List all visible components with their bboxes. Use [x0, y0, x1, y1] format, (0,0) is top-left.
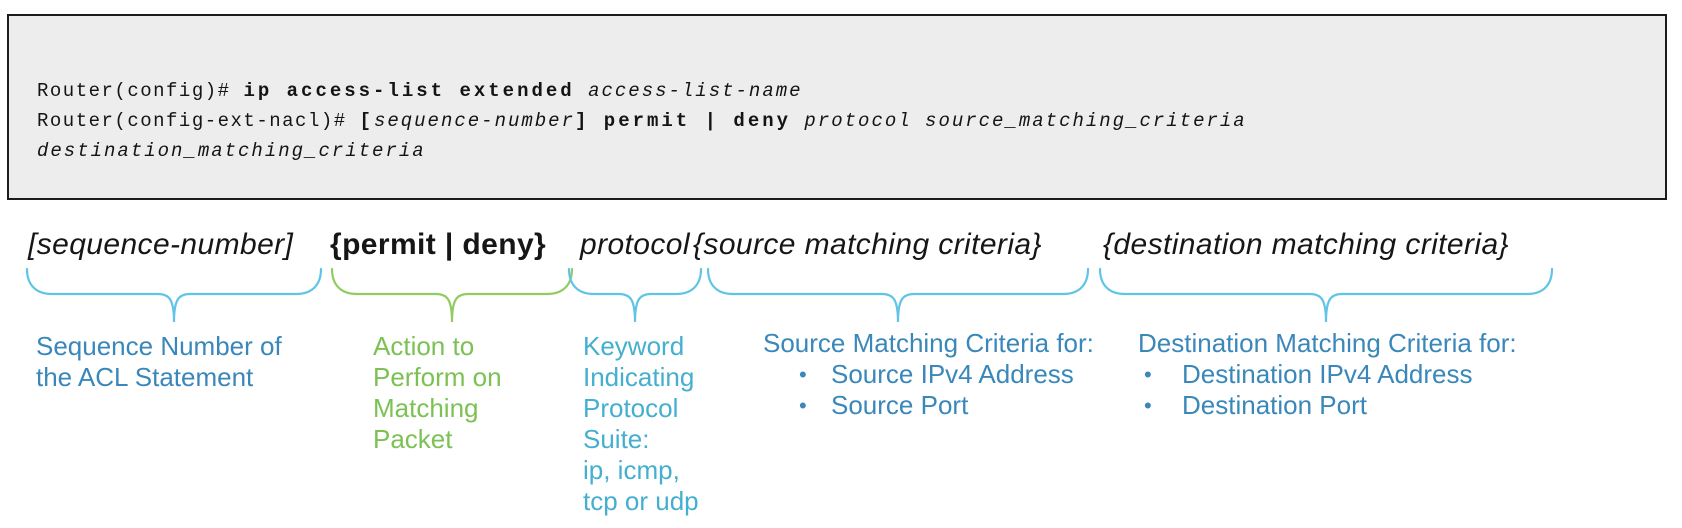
underbrace-action-icon — [330, 267, 574, 323]
note-source-criteria: Source Matching Criteria for: • Source I… — [763, 328, 1094, 421]
cli-action-keywords: permit | deny — [603, 110, 792, 132]
underbrace-source-icon — [706, 267, 1090, 323]
bullet-text: Destination Port — [1182, 390, 1367, 420]
cli-prompt: Router(config)# — [37, 80, 244, 102]
bullet-icon: • — [1144, 362, 1152, 387]
bullet-text: Source Port — [831, 390, 969, 420]
note-line: the ACL Statement — [36, 362, 254, 392]
note-line: tcp or udp — [583, 486, 699, 516]
bullet-icon: • — [799, 393, 807, 418]
cli-config-box: Router(config)# ip access-list extended … — [7, 14, 1667, 200]
bullet-icon: • — [1144, 393, 1152, 418]
note-line: Matching — [373, 393, 479, 423]
list-item: • Destination IPv4 Address — [1138, 359, 1517, 390]
bullet-text: Destination IPv4 Address — [1182, 359, 1473, 389]
cli-prompt: Router(config-ext-nacl)# — [37, 110, 360, 132]
syntax-action: {permit | deny} — [330, 228, 547, 261]
list-item: • Source IPv4 Address — [763, 359, 1094, 390]
syntax-protocol: protocol — [580, 228, 690, 261]
note-sequence-number: Sequence Number of the ACL Statement — [36, 331, 282, 393]
bullet-icon: • — [799, 362, 807, 387]
bracket-close: ] — [574, 110, 604, 132]
note-line: Indicating — [583, 362, 695, 392]
note-line: Protocol — [583, 393, 679, 423]
underbrace-protocol-icon — [567, 267, 703, 323]
note-line: Action to — [373, 331, 475, 361]
note-destination-criteria: Destination Matching Criteria for: • Des… — [1138, 328, 1517, 421]
cli-line-1: Router(config)# ip access-list extended … — [37, 76, 1655, 106]
note-line: Packet — [373, 424, 453, 454]
cli-sequence-argument: sequence-number — [373, 110, 575, 132]
cli-line-2: Router(config-ext-nacl)# [sequence-numbe… — [37, 106, 1655, 136]
cli-command: ip access-list extended — [243, 80, 575, 102]
syntax-sequence: [sequence-number] — [28, 228, 294, 261]
underbrace-sequence-icon — [25, 267, 323, 323]
cli-arguments: protocol source_matching_criteria — [791, 110, 1247, 132]
list-item: • Destination Port — [1138, 390, 1517, 421]
note-line: ip, icmp, — [583, 455, 680, 485]
bracket-open: [ — [359, 110, 374, 132]
bullet-text: Source IPv4 Address — [831, 359, 1074, 389]
syntax-source: {source matching criteria} — [693, 228, 1042, 261]
syntax-destination: {destination matching criteria} — [1103, 228, 1509, 261]
cli-argument: access-list-name — [574, 80, 803, 102]
note-line: Perform on — [373, 362, 502, 392]
note-protocol-keyword: Keyword Indicating Protocol Suite: ip, i… — [583, 331, 699, 517]
note-action: Action to Perform on Matching Packet — [373, 331, 502, 455]
underbrace-destination-icon — [1098, 267, 1554, 323]
note-line: Sequence Number of — [36, 331, 282, 361]
note-line: Keyword — [583, 331, 685, 361]
note-line: Suite: — [583, 424, 650, 454]
cli-line-3: destination_matching_criteria — [37, 136, 1655, 166]
note-heading: Source Matching Criteria for: — [763, 328, 1094, 358]
note-heading: Destination Matching Criteria for: — [1138, 328, 1517, 358]
list-item: • Source Port — [763, 390, 1094, 421]
cli-argument: destination_matching_criteria — [37, 140, 426, 162]
